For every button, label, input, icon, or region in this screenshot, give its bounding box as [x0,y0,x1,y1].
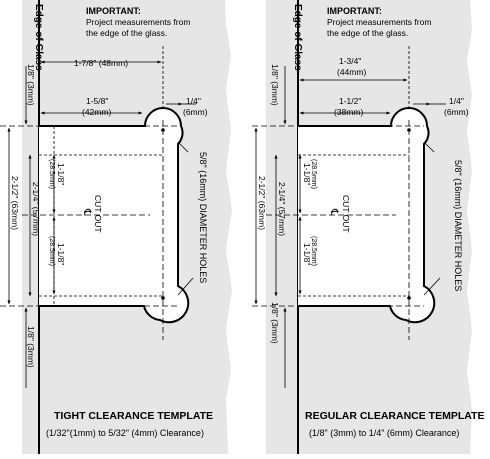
tight-top-width-label: 1-7/8" (48mm) [74,58,128,68]
regular-edge-of-glass-label: Edge of Glass [292,4,303,71]
tight-template: Edge of Glass IMPORTANT: Project measure… [0,0,232,454]
tight-hole-center-top [161,128,165,132]
regular-template-subtitle: (1/8" (3mm) to 1/4" (6mm) Clearance) [309,428,459,438]
regular-hole-offset-label-1: 1/4" [449,96,464,106]
regular-bottom-left-offset-label: 1/8" (3mm) [270,302,280,344]
tight-hole-diameter-label: 5/8" (16mm) DIAMETER HOLES [198,152,208,283]
tight-template-subtitle: (1/32"(1mm) to 5/32" (4mm) Clearance) [46,428,204,438]
tight-upper-half-label: 1-1/8" [56,163,66,185]
tight-hole-offset-label-2: (6mm) [183,107,208,117]
regular-top-width-label-1: 1-3/4" [339,56,361,66]
regular-upper-half-mm-label: (28.5mm) [310,159,317,189]
tight-important-line2: the edge of the glass. [86,28,167,38]
tight-template-title: TIGHT CLEARANCE TEMPLATE [54,410,213,422]
regular-hole-offset-label-2: (6mm) [444,107,469,117]
regular-lower-half-mm-label: (28.5mm) [310,236,317,266]
regular-hole-center-bottom [407,296,411,300]
regular-inner-width-label-1: 1-1/2" [339,96,361,106]
regular-top-width-label-2: (44mm) [337,67,366,77]
regular-mid-height-label: 2-1/4" (57mm) [277,182,287,236]
tight-hole-offset-label-1: 1/4" [186,96,201,106]
regular-cutout-label: CUT OUT [341,195,351,233]
regular-lower-half-label: 1-1/8" [302,243,312,265]
tight-inner-width-label-1: 1-5/8" [86,96,108,106]
tight-lower-half-label: 1-1/8" [56,243,66,265]
tight-top-left-offset-label: 1/8" (3mm) [26,64,36,106]
tight-upper-half-mm-label: (28.5mm) [48,159,55,189]
tight-lower-half-mm-label: (28.5mm) [48,236,55,266]
regular-hole-diameter-label: 5/8" (16mm) DIAMETER HOLES [453,160,463,291]
tight-cutout-label: CUT OUT [93,195,103,233]
tight-edge-of-glass-label: Edge of Glass [33,4,44,71]
tight-important-line1: Project measurements from [86,17,190,27]
tight-overall-height-label: 2-1/2" (63mm) [10,176,20,230]
regular-important-title: IMPORTANT: [327,6,382,16]
regular-inner-width-label-2: (38mm) [334,107,363,117]
regular-upper-half-label: 1-1/8" [302,163,312,185]
tight-inner-width-label-2: (42mm) [82,107,111,117]
tight-centerline-symbol: ℄ [81,208,92,216]
regular-hole-center-top [407,128,411,132]
tight-important-title: IMPORTANT: [86,6,141,16]
tight-mid-height-label: 2-1/4" (57mm) [31,182,41,236]
tight-hole-center-bottom [161,296,165,300]
regular-top-left-offset-label: 1/8" (3mm) [270,64,280,106]
regular-important-line1: Project measurements from [327,17,431,27]
regular-overall-height-label: 2-1/2" (63mm) [257,176,267,230]
regular-important-line2: the edge of the glass. [327,28,408,38]
regular-template-title: REGULAR CLEARANCE TEMPLATE [305,410,484,422]
regular-centerline-symbol: ℄ [328,208,339,216]
regular-template: Edge of Glass IMPORTANT: Project measure… [252,0,484,454]
tight-bottom-left-offset-label: 1/8" (3mm) [26,326,36,368]
